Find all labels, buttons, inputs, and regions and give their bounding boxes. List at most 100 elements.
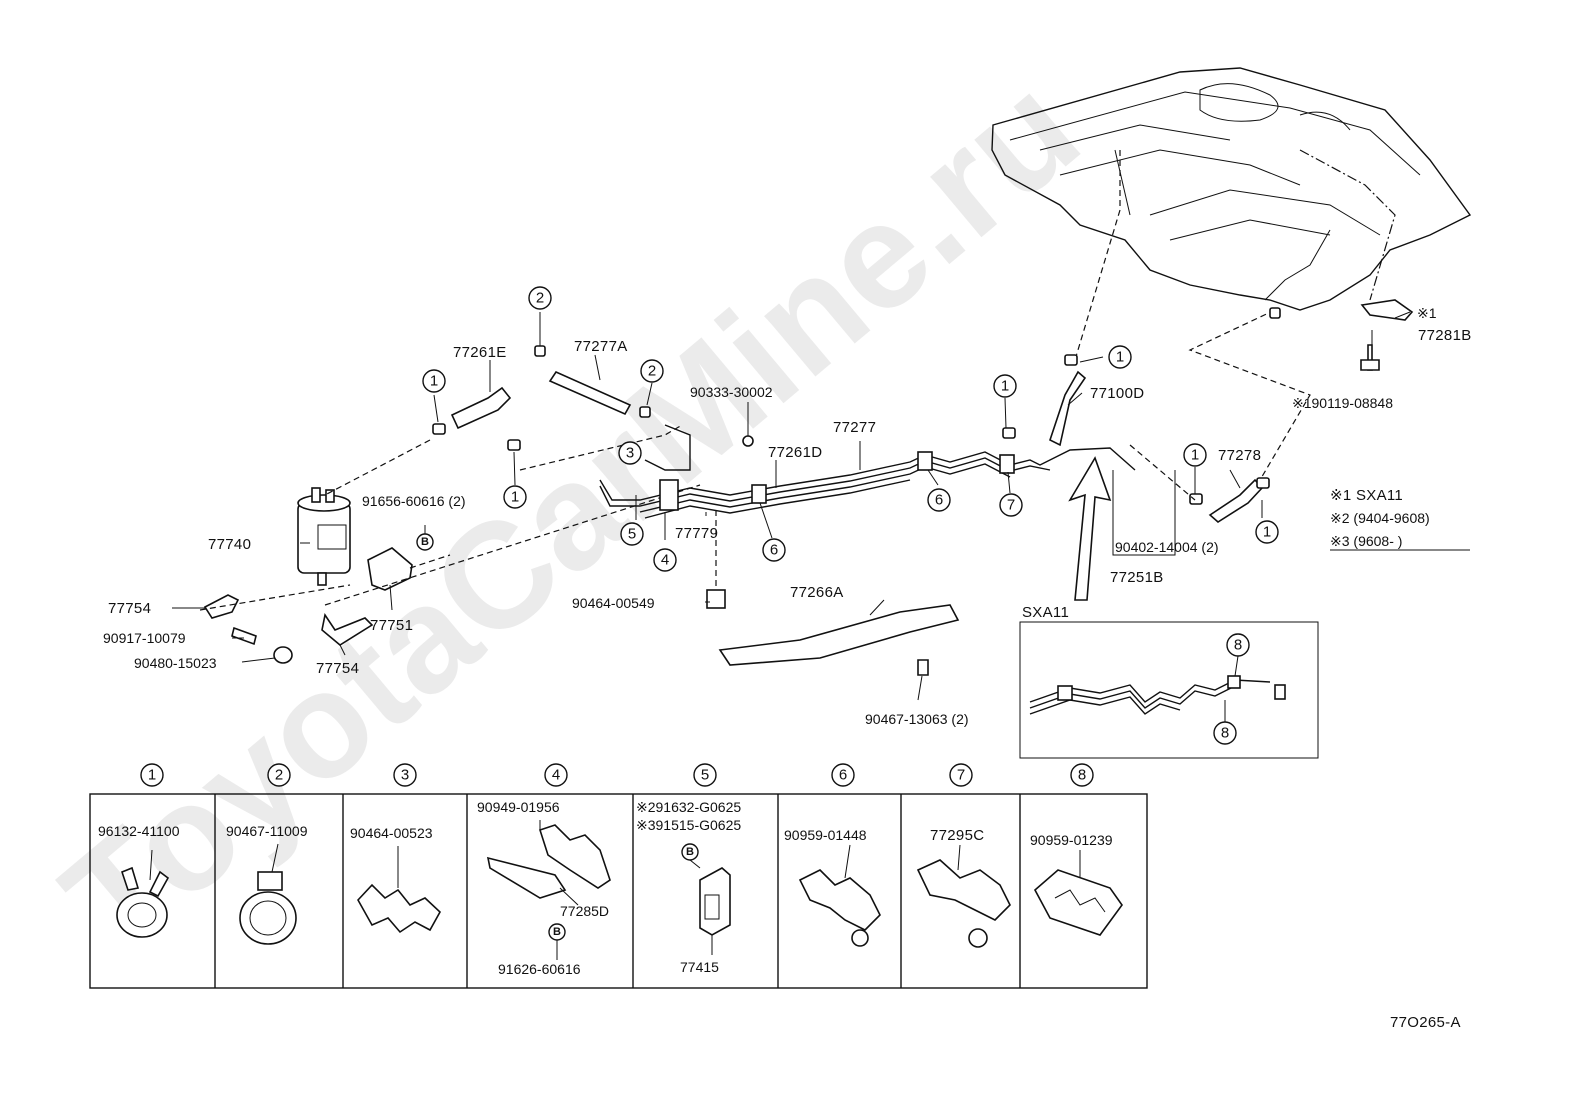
clip-90464 <box>706 589 726 609</box>
callout-3: 3 <box>626 445 634 462</box>
guide-line <box>1299 149 1396 301</box>
table-bolt-4: B <box>553 926 561 938</box>
callout-1: 1 <box>1263 524 1271 541</box>
table-header-4: 4 <box>552 767 560 784</box>
callout-4: 4 <box>661 552 669 569</box>
label-77779: 77779 <box>675 525 718 542</box>
guide-line <box>324 439 431 496</box>
label-77754-b: 77754 <box>316 660 359 677</box>
clip-77281B <box>1360 299 1414 321</box>
label-77751: 77751 <box>370 617 413 634</box>
table-cell-5a: ※291632-G0625 <box>636 799 741 815</box>
label-90917-10079: 90917-10079 <box>103 630 186 646</box>
clamp <box>534 345 546 357</box>
table-header-6: 6 <box>839 767 847 784</box>
label-90480-15023: 90480-15023 <box>134 655 217 671</box>
clamp <box>1064 354 1078 366</box>
callout-1: 1 <box>1001 378 1009 395</box>
callout-8: 8 <box>1234 637 1242 654</box>
callout-7: 7 <box>1007 497 1015 514</box>
callout-6: 6 <box>935 492 943 509</box>
clip-on-line <box>917 451 933 471</box>
leader-lines <box>172 311 1470 701</box>
hose-77278 <box>1208 478 1264 523</box>
clamp <box>1256 477 1270 489</box>
canister-drawing <box>297 487 351 586</box>
callout-bolt: B <box>421 536 429 548</box>
clip-sketch-7 <box>916 844 1011 948</box>
bracket-sketch-4 <box>486 820 611 960</box>
table-header-7: 7 <box>957 767 965 784</box>
callout-8: 8 <box>1221 725 1229 742</box>
guide-line <box>519 424 683 471</box>
label-77740: 77740 <box>208 536 251 553</box>
table-cell-4a: 90949-01956 <box>477 799 560 815</box>
table-cell-3: 90464-00523 <box>350 825 433 841</box>
table-header-1: 1 <box>148 767 156 784</box>
label-77261E: 77261E <box>453 344 507 361</box>
table-cell-4b: 77285D <box>560 903 609 919</box>
label-77277: 77277 <box>833 419 876 436</box>
clamp <box>1189 493 1203 505</box>
inset-box <box>1019 621 1319 759</box>
label-mark-1: ※1 <box>1417 305 1437 321</box>
label-77277A: 77277A <box>574 338 628 355</box>
label-77278: 77278 <box>1218 447 1261 464</box>
label-77281B: 77281B <box>1418 327 1472 344</box>
clip-sketch-5 <box>689 859 731 955</box>
bolt-head <box>1360 359 1380 371</box>
fuel-tank-drawing <box>991 67 1472 311</box>
callout-1: 1 <box>511 489 519 506</box>
callout-circles: 2 2 1 1 3 5 4 6 6 7 1 1 1 1 B <box>416 286 1279 572</box>
table-cell-1: 96132-41100 <box>98 823 180 839</box>
clip-on-line <box>999 454 1015 474</box>
table-header-8: 8 <box>1078 767 1086 784</box>
diagram-code: 77O265-A <box>1390 1014 1461 1031</box>
clamp-sketch-8 <box>1033 850 1123 936</box>
callout-5: 5 <box>628 526 636 543</box>
callout-1: 1 <box>430 373 438 390</box>
note-1: ※1 SXA11 <box>1330 487 1403 504</box>
fuel-lines <box>599 424 1136 609</box>
clamp <box>639 406 651 418</box>
clip-on-line <box>751 484 767 504</box>
label-90402-14004: 90402-14004 (2) <box>1115 539 1219 555</box>
guide-line <box>324 484 701 606</box>
clamp <box>1002 427 1016 439</box>
plug-90480 <box>273 646 293 664</box>
hose-77100D <box>1049 370 1087 447</box>
hose-77261E <box>450 386 512 430</box>
guide-line <box>1074 150 1121 361</box>
direction-arrow <box>1068 456 1112 601</box>
guide-line <box>409 554 451 569</box>
label-91656-60616: 91656-60616 (2) <box>362 493 466 509</box>
label-90464-00549: 90464-00549 <box>572 595 655 611</box>
protector-77266A <box>718 604 960 666</box>
table-cell-2: 90467-11009 <box>226 823 308 839</box>
table-header-3: 3 <box>401 767 409 784</box>
table-cell-6: 90959-01448 <box>784 827 867 843</box>
guide-line <box>1188 309 1311 481</box>
clamp-sketch-1 <box>116 849 170 938</box>
callout-2: 2 <box>648 363 656 380</box>
clamp <box>1269 307 1281 319</box>
clamp-sketch-2 <box>239 843 297 945</box>
hose-77277A <box>548 370 632 416</box>
hose-77754-b <box>321 612 374 646</box>
callout-1: 1 <box>1116 349 1124 366</box>
label-90333-30002: 90333-30002 <box>690 384 773 400</box>
table-cell-5c: 77415 <box>680 959 719 975</box>
table-cell-4c: 91626-60616 <box>498 961 581 977</box>
table-cell-5b: ※391515-G0625 <box>636 817 741 833</box>
label-90467-13063: 90467-13063 (2) <box>865 711 969 727</box>
label-77266A: 77266A <box>790 584 844 601</box>
inset-fuel-lines <box>1029 675 1286 715</box>
table-cell-7: 77295C <box>930 827 984 844</box>
guide-line <box>199 584 351 611</box>
bracket-77751 <box>367 547 413 591</box>
label-190119-08848: ※190119-08848 <box>1292 395 1393 411</box>
callout-2: 2 <box>536 290 544 307</box>
table-header-5: 5 <box>701 767 709 784</box>
parts-table: 1 2 3 4 5 6 7 8 96132-41100 90467-11009 … <box>89 763 1148 989</box>
